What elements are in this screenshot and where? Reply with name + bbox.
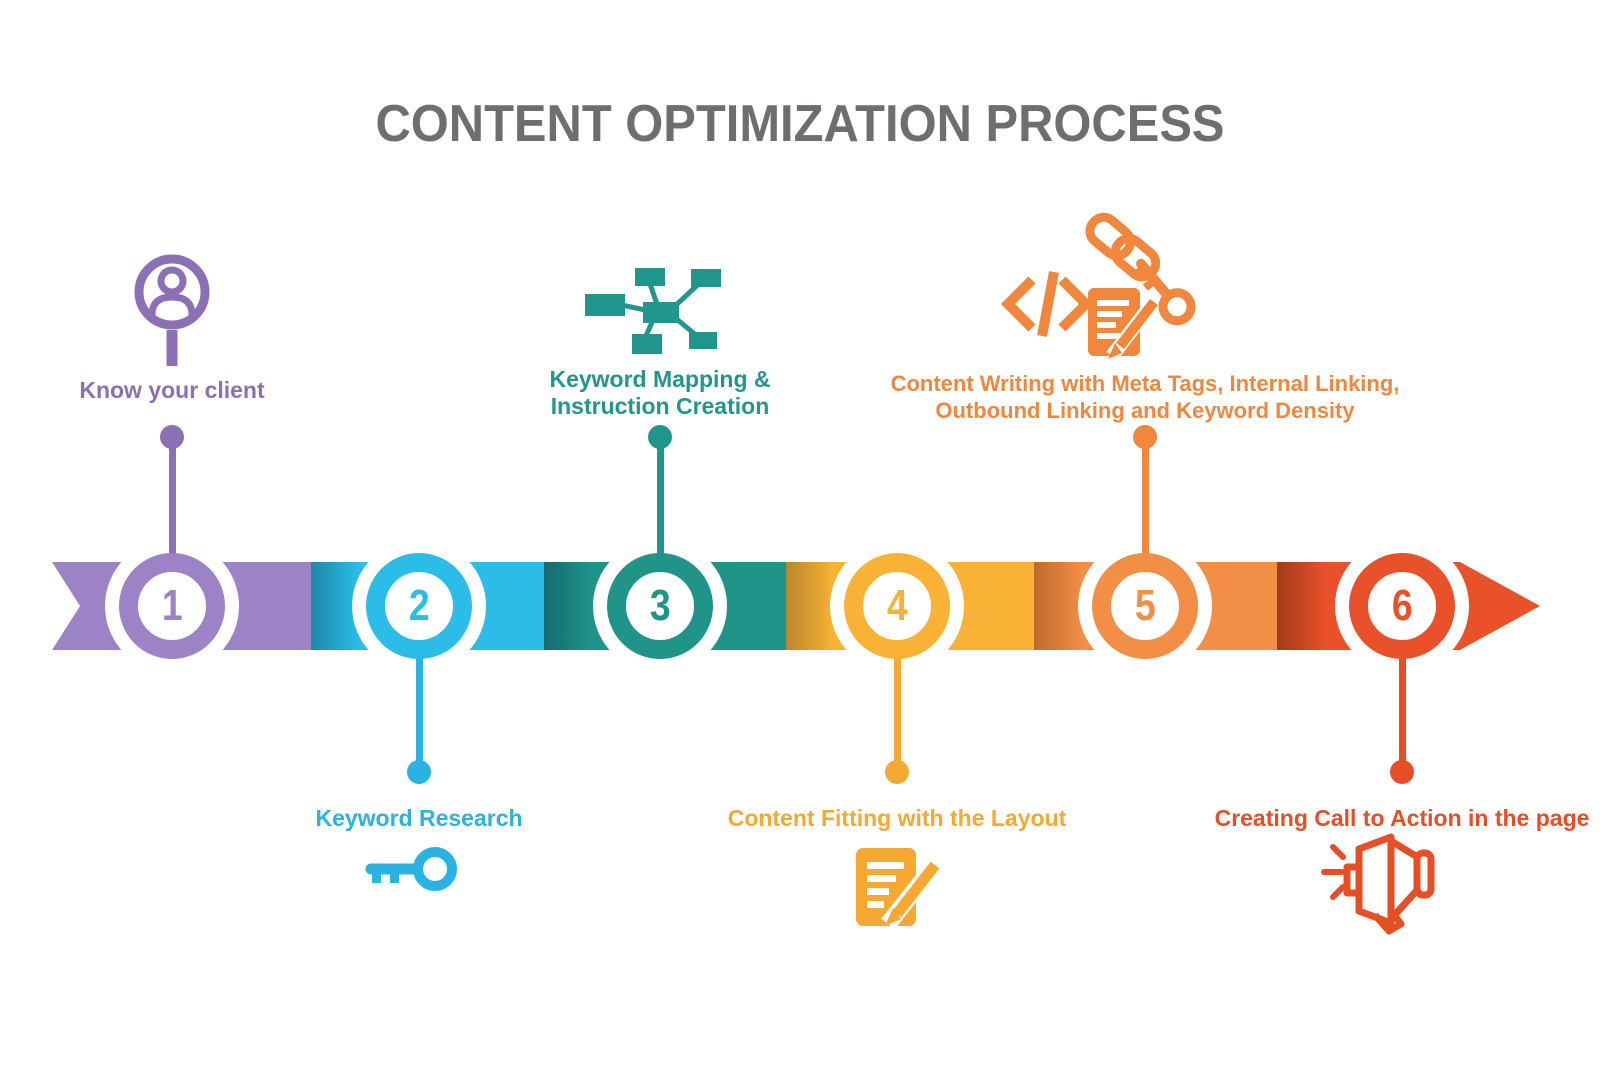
person-magnifier-icon [122,252,222,370]
connector-dot [1390,760,1414,784]
connector-line [415,646,423,772]
connector-line [1398,646,1406,772]
connector-line [1141,437,1149,558]
key-icon [365,842,460,897]
connector-dot [160,425,184,449]
mindmap-icon [565,256,755,356]
step-label: Content Fitting with the Layout [727,805,1067,831]
connector-line [168,437,176,558]
connector-dot [1133,425,1157,449]
connector-dot [407,760,431,784]
connector-dot [648,425,672,449]
connector-dot [885,760,909,784]
step-label: Keyword Mapping & Instruction Creation [549,366,771,419]
step-label: Creating Call to Action in the page [1214,805,1590,831]
code-icon [1000,271,1094,337]
step-label: Know your client [79,377,265,403]
page-title: CONTENT OPTIMIZATION PROCESS [375,95,1225,153]
document-pencil-icon [852,842,952,927]
step-number: 6 [1391,581,1413,630]
step-label: Keyword Research [315,805,523,831]
step-number: 3 [649,581,671,630]
writing-icon [1088,288,1164,360]
step-number: 5 [1134,581,1156,630]
step-number: 2 [408,581,430,630]
connector-line [893,646,901,772]
step-number-circle: 6 [1349,553,1455,659]
step-number: 4 [886,581,908,630]
step-number: 1 [161,581,183,630]
megaphone-icon [1317,825,1447,937]
step-label: Content Writing with Meta Tags, Internal… [890,371,1400,423]
connector-line [656,437,664,558]
key-icon [1132,258,1196,326]
code-chain-writing-key-icons [1000,210,1230,360]
